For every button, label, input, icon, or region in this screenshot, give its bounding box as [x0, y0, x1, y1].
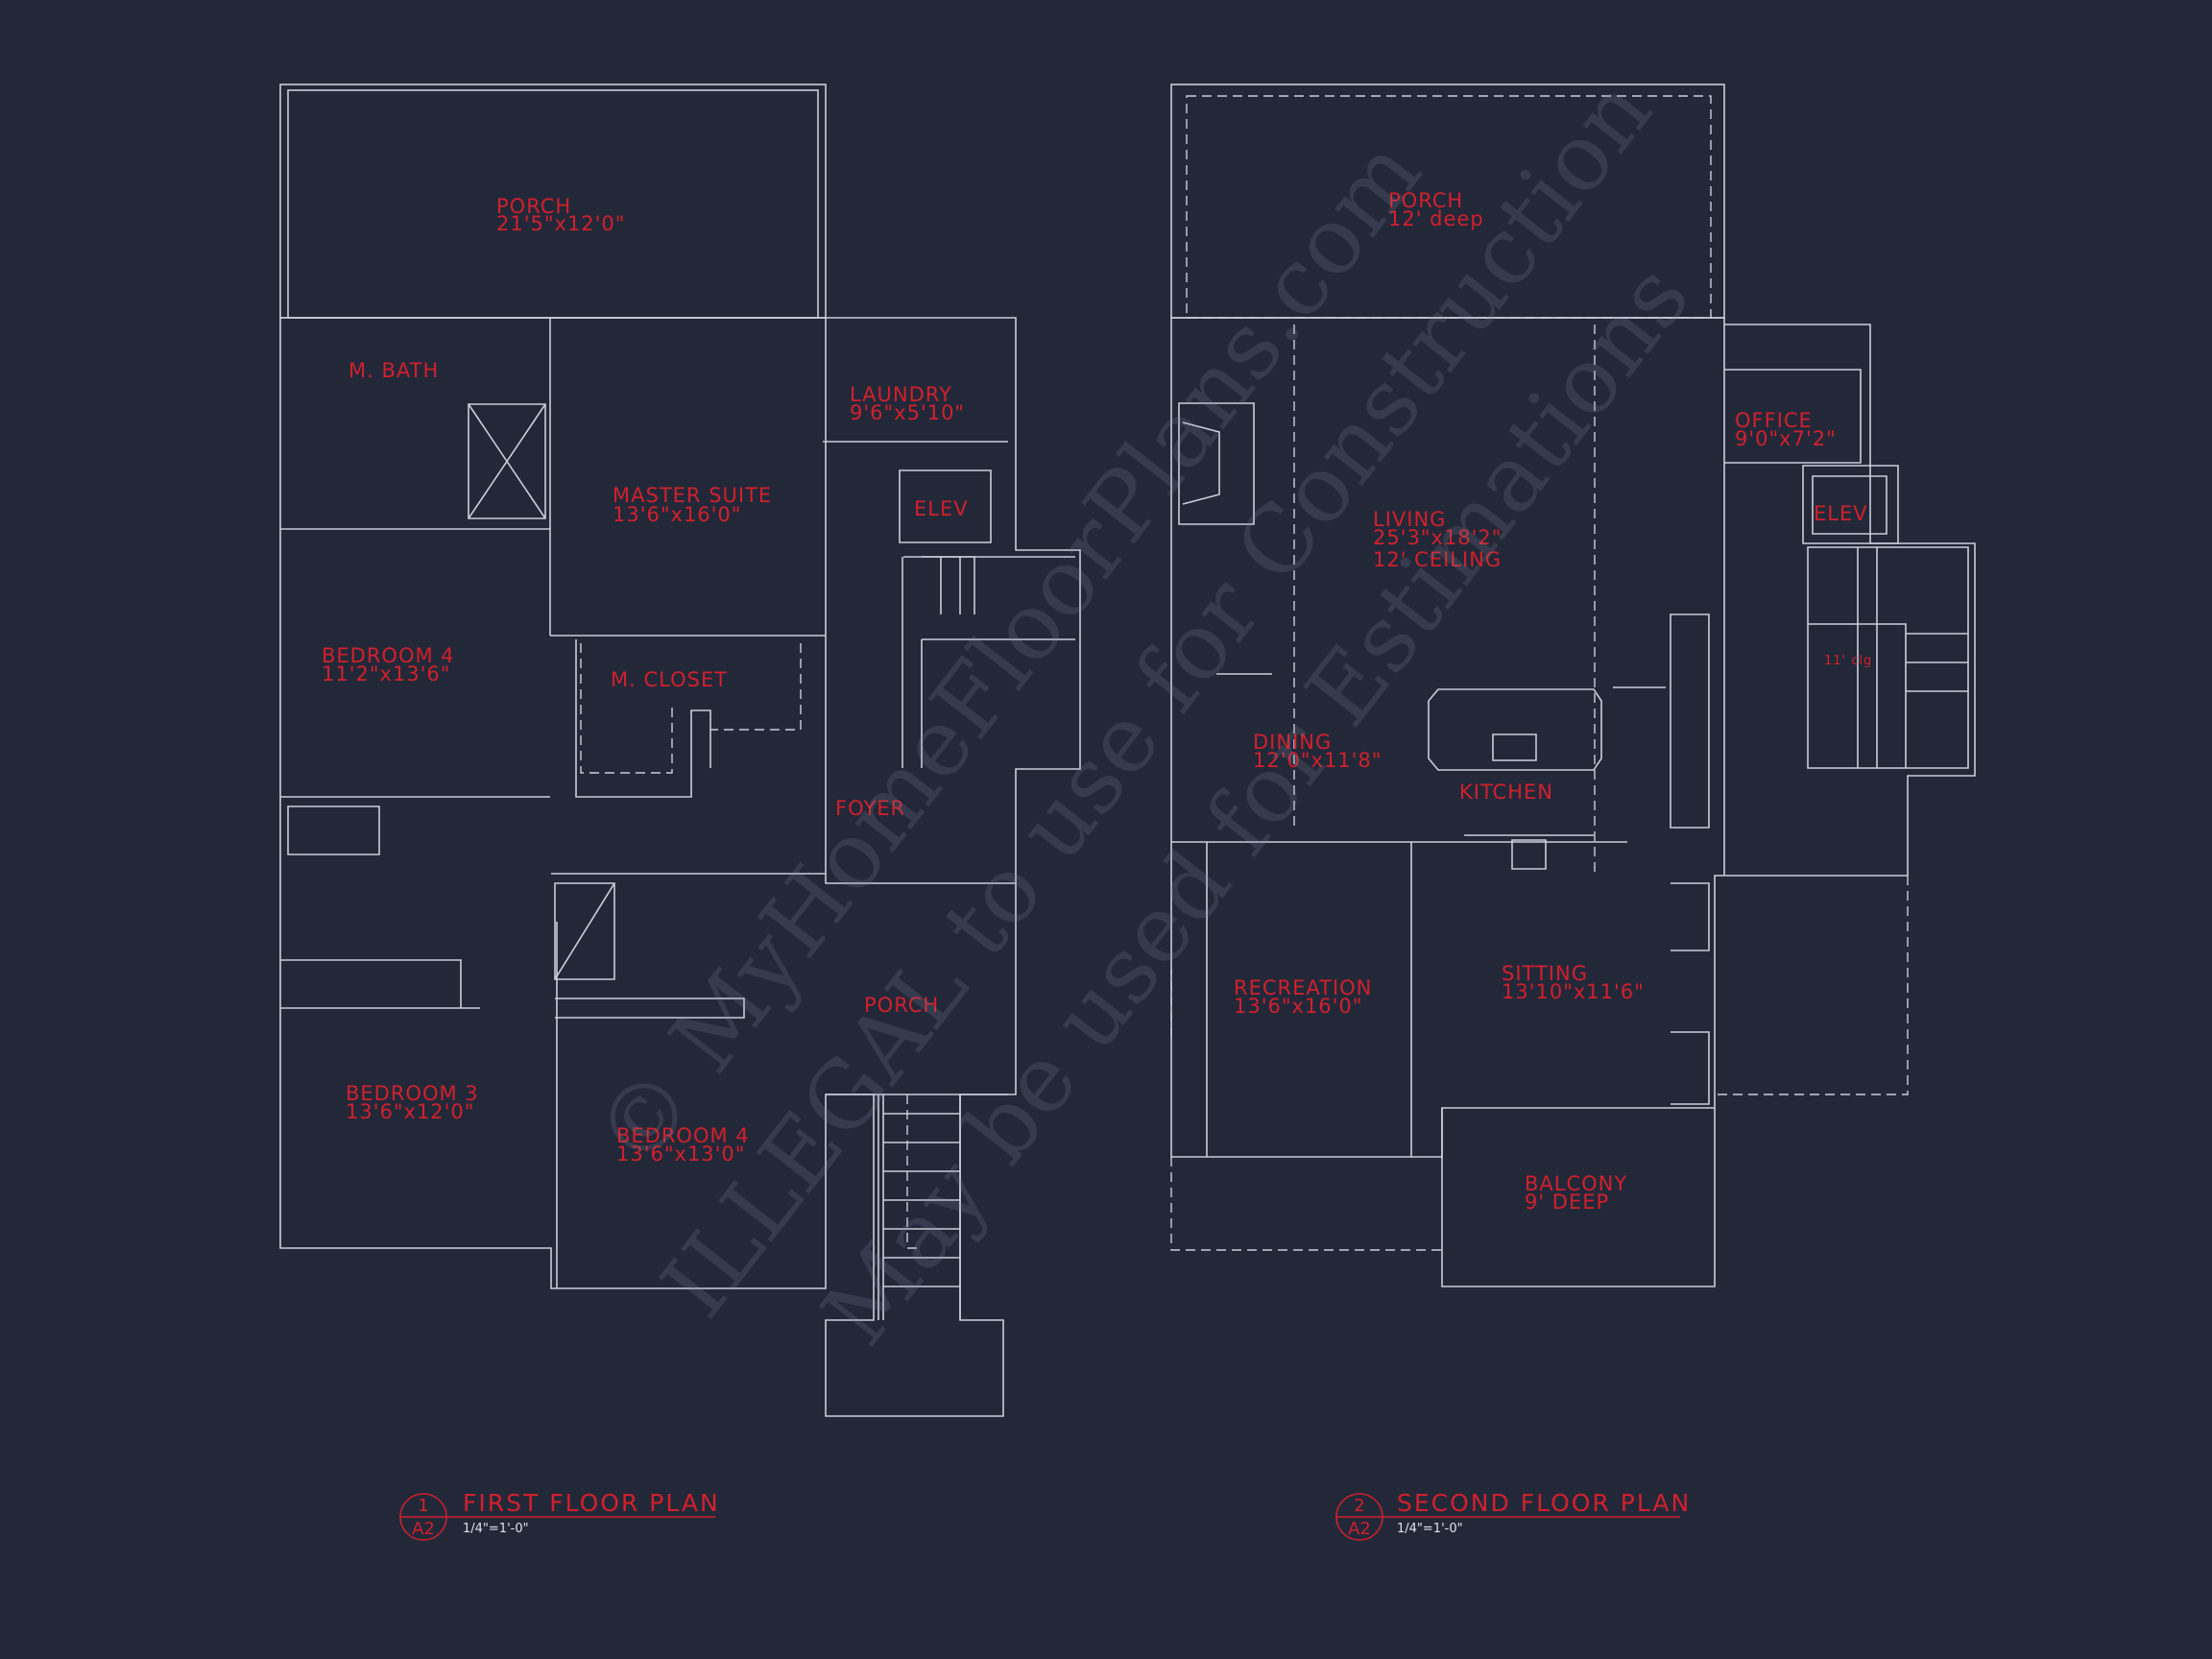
room-label-kitchen: KITCHEN: [1459, 781, 1553, 804]
room-size-porch-2: 12' deep: [1388, 207, 1484, 230]
room-label-sitting: SITTING: [1502, 962, 1588, 985]
plan-linework: [1464, 834, 1594, 870]
room-size-bedroom-4: 11'2"x13'6": [322, 662, 450, 685]
room-size-laundry: 9'6"x5'10": [850, 401, 965, 424]
detail-number-2: 2: [1354, 1496, 1364, 1516]
watermark-line-2: ILLEGAL to use for Construction: [640, 59, 1672, 1336]
plan-scale: 1/4"=1'-0": [463, 1522, 529, 1536]
room-size-master-suite: 13'6"x16'0": [613, 503, 741, 526]
room-label-balcony: BALCONY: [1525, 1172, 1627, 1195]
plan-linework: [1170, 325, 1909, 1251]
plan-linework: [882, 1094, 960, 1320]
room-label-recreation: RECREATION: [1234, 976, 1372, 999]
room-size-balcony: 9' DEEP: [1525, 1190, 1609, 1214]
sheet-number-2: A2: [1348, 1519, 1371, 1539]
plan-linework: [279, 317, 1081, 1417]
plan-linework: [1428, 688, 1602, 771]
second-floor-labels: PORCH 12' deep LIVING 25'3"x18'2" 12' CE…: [1234, 189, 1872, 1214]
room-label-office: OFFICE: [1735, 409, 1813, 432]
room-note-living-ceiling: 12' CEILING: [1373, 548, 1502, 571]
room-size-living: 25'3"x18'2": [1373, 526, 1502, 549]
room-size-sitting: 13'10"x11'6": [1502, 980, 1645, 1003]
plan-linework: [287, 403, 745, 1019]
room-size-bedroom-3: 13'6"x12'0": [346, 1100, 474, 1123]
room-label-master-suite: MASTER SUITE: [613, 484, 772, 507]
plan-linework: [1171, 325, 1969, 1157]
room-size-recreation: 13'6"x16'0": [1234, 995, 1362, 1018]
plan-title-2: SECOND FLOOR PLAN: [1397, 1489, 1691, 1517]
room-size-office: 9'0"x7'2": [1735, 427, 1837, 450]
first-floor-labels: PORCH 21'5"x12'0" M. BATH MASTER SUITE 1…: [322, 195, 969, 1166]
detail-number: 1: [418, 1496, 428, 1516]
plan-linework: [902, 556, 975, 768]
room-label-front-porch: PORCH: [864, 994, 939, 1017]
room-label-laundry: LAUNDRY: [850, 383, 952, 406]
ceiling-note-stair: 11' clg: [1824, 654, 1872, 668]
first-floor-title-block: 1 A2 FIRST FLOOR PLAN 1/4"=1'-0": [399, 1489, 720, 1541]
room-label-master-bath: M. BATH: [349, 359, 439, 382]
room-label-bedroom-3: BEDROOM 3: [346, 1082, 479, 1105]
room-label-porch-2: PORCH: [1388, 189, 1463, 212]
plan-title: FIRST FLOOR PLAN: [463, 1489, 720, 1517]
room-size-bedroom-4-second: 13'6"x13'0": [616, 1142, 745, 1166]
second-floor-walls: [1170, 84, 1976, 1287]
room-label-master-closet: M. CLOSET: [611, 668, 728, 691]
room-label-dining: DINING: [1253, 731, 1332, 754]
first-floor-plan: PORCH 21'5"x12'0" M. BATH MASTER SUITE 1…: [279, 84, 1081, 1541]
first-floor-walls: [279, 84, 1081, 1417]
plan-linework: [280, 318, 1075, 1320]
room-label-bedroom-4: BEDROOM 4: [322, 644, 455, 667]
room-label-foyer: FOYER: [835, 797, 905, 820]
room-label-porch: PORCH: [496, 195, 571, 218]
room-label-living: LIVING: [1373, 508, 1446, 531]
plan-linework: [1441, 1108, 1716, 1287]
plan-linework: [580, 643, 922, 1249]
second-floor-plan: PORCH 12' deep LIVING 25'3"x18'2" 12' CE…: [1170, 84, 1976, 1541]
second-floor-title-block: 2 A2 SECOND FLOOR PLAN 1/4"=1'-0": [1335, 1489, 1691, 1541]
room-label-bedroom-4-second: BEDROOM 4: [616, 1124, 750, 1147]
plan-scale-2: 1/4"=1'-0": [1397, 1522, 1463, 1536]
room-size-porch: 21'5"x12'0": [496, 212, 625, 235]
plan-linework: [1178, 402, 1710, 1105]
room-size-dining: 12'0"x11'8": [1253, 749, 1382, 772]
room-label-elevator: ELEV: [914, 497, 969, 520]
room-label-elevator-2: ELEV: [1814, 502, 1868, 525]
sheet-number: A2: [412, 1519, 435, 1539]
